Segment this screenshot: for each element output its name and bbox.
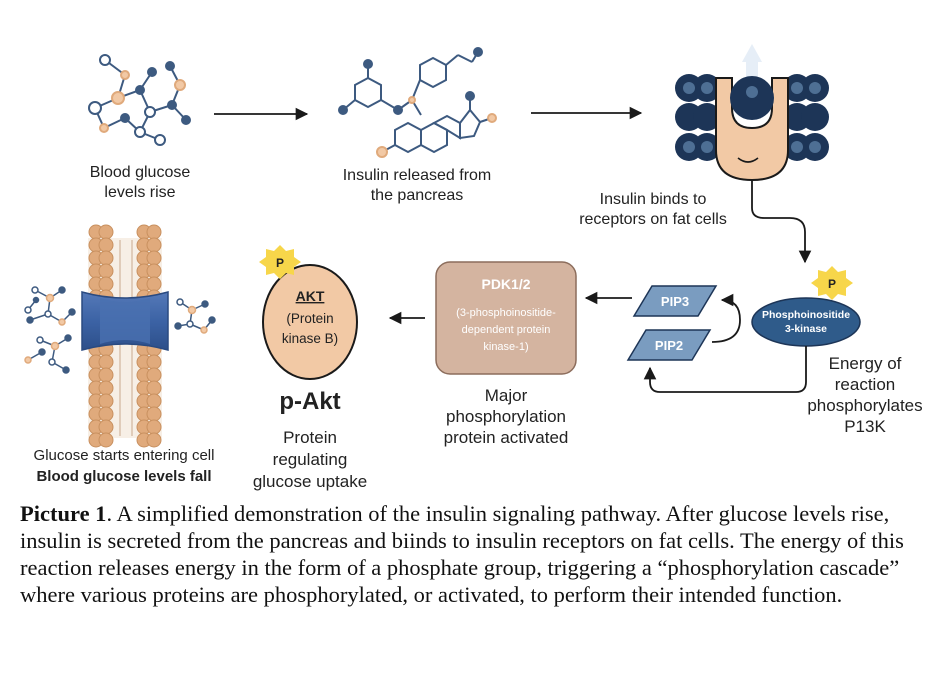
major-line3: protein activated xyxy=(443,428,569,447)
figure-caption: Picture 1. A simplified demonstration of… xyxy=(20,500,935,608)
pakt-line1: Protein xyxy=(283,428,337,447)
pdk-line1: (3-phosphoinositide- xyxy=(456,307,556,319)
pip2-label: PIP2 xyxy=(655,338,683,353)
pi3k-enzyme: Phosphoinositide 3-kinase xyxy=(751,297,861,347)
glucose-cluster-inside-icon xyxy=(174,298,216,334)
lipid-bead xyxy=(98,432,114,448)
lipid-bead xyxy=(98,354,114,370)
lipid-bead xyxy=(146,354,162,370)
label-energy-reaction: Energy of reaction phosphorylates P13K xyxy=(800,353,930,437)
glucose-cluster-outside-icon xyxy=(24,286,76,374)
label-glucose-enter: Glucose starts entering cell xyxy=(33,447,215,464)
pip3-shape: PIP3 xyxy=(632,285,718,317)
lipid-bead xyxy=(98,250,114,266)
lipid-bead xyxy=(146,419,162,435)
insulin-molecule-icon xyxy=(338,47,497,158)
pdk-line3: kinase-1) xyxy=(483,341,528,353)
label-glucose-rise: Blood glucose levels rise xyxy=(89,164,191,201)
akt-line2: kinase B) xyxy=(282,331,338,346)
label-insulin-release: Insulin released from the pancreas xyxy=(342,167,492,204)
energy-line1: Energy of xyxy=(828,354,902,373)
phosphate-label-akt: P xyxy=(276,256,284,270)
pip2-shape: PIP2 xyxy=(626,329,712,361)
phosphate-label-pi3k: P xyxy=(828,277,836,291)
caption-label: Picture 1 xyxy=(20,501,107,526)
lipid-bead xyxy=(146,393,162,409)
lipid-bead xyxy=(146,263,162,279)
pdk-line2: dependent protein xyxy=(462,324,551,336)
akt-oval: AKT (Protein kinase B) xyxy=(262,264,358,380)
lipid-bead xyxy=(146,250,162,266)
pi3k-label-line1: Phosphoinositide xyxy=(762,309,850,321)
label-glucose-fall: Blood glucose levels fall xyxy=(36,468,212,485)
label-pakt-function: Protein regulating glucose uptake xyxy=(230,427,390,493)
lipid-bead xyxy=(98,263,114,279)
lipid-bead xyxy=(146,237,162,253)
insulin-receptor-icon xyxy=(675,44,829,264)
energy-line2: reaction xyxy=(834,375,896,394)
lipid-bead xyxy=(146,367,162,383)
insulin-pathway-diagram: Phosphoinositide 3-kinase P PIP3 PIP2 PD… xyxy=(24,44,861,448)
lipid-bead xyxy=(98,224,114,240)
pi3k-label-line2: 3-kinase xyxy=(785,323,827,335)
lipid-bead xyxy=(146,406,162,422)
pakt-line2: regulating xyxy=(272,450,348,469)
lipid-bead xyxy=(98,419,114,435)
akt-line1: (Protein xyxy=(286,311,333,326)
pakt-title: p-Akt xyxy=(279,388,341,415)
pdk-box: PDK1/2 (3-phosphoinositide- dependent pr… xyxy=(435,261,577,375)
lipid-bead xyxy=(98,276,114,292)
lipid-bead xyxy=(146,276,162,292)
lipid-bead xyxy=(98,367,114,383)
energy-line4: P13K xyxy=(844,417,886,436)
lipid-bead xyxy=(146,380,162,396)
pakt-line3: glucose uptake xyxy=(252,472,368,491)
lipid-bead xyxy=(98,237,114,253)
phosphate-badge-pi3k: P xyxy=(811,266,853,300)
lipid-bead xyxy=(146,432,162,448)
lipid-bead xyxy=(146,224,162,240)
lipid-bead xyxy=(98,406,114,422)
cell-membrane-channel-icon xyxy=(81,224,169,448)
arrow-pip2-to-pip3 xyxy=(711,293,741,343)
caption-text: . A simplified demonstration of the insu… xyxy=(20,501,904,607)
arrow-pi3k-to-pip2 xyxy=(643,346,807,393)
major-line2: phosphorylation xyxy=(445,407,567,426)
energy-line3: phosphorylates xyxy=(807,396,923,415)
glucose-molecule-icon xyxy=(88,54,191,146)
lipid-bead xyxy=(98,393,114,409)
akt-title: AKT xyxy=(296,288,325,304)
phosphate-badge-akt: P xyxy=(259,245,301,279)
label-major-phosphorylation: Major phosphorylation protein activated xyxy=(436,385,576,448)
pip3-label: PIP3 xyxy=(661,294,689,309)
label-receptor-bind: Insulin binds to receptors on fat cells xyxy=(579,191,727,228)
lipid-bead xyxy=(98,380,114,396)
pdk-title: PDK1/2 xyxy=(481,276,530,292)
major-line1: Major xyxy=(484,386,528,405)
